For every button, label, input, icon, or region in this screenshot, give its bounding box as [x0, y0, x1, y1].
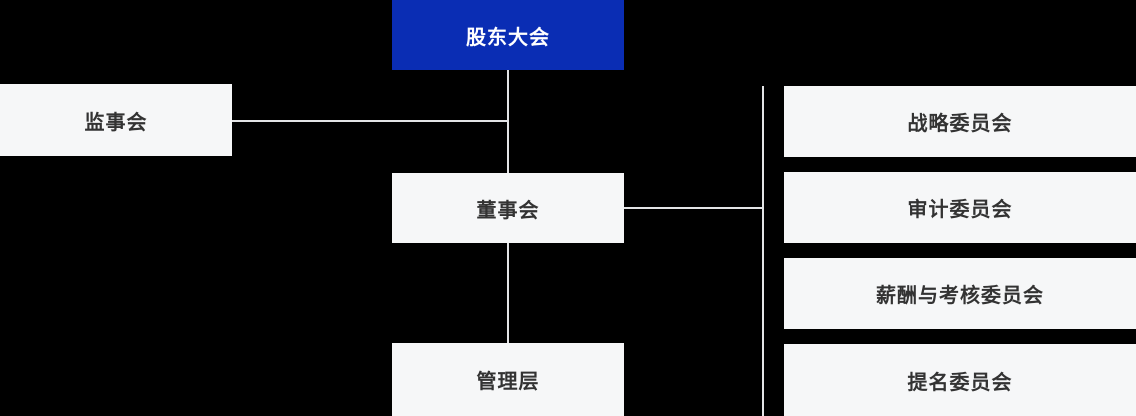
node-board-of-directors: 董事会 — [392, 173, 624, 243]
node-supervisory-board: 监事会 — [0, 84, 232, 156]
node-shareholders-meeting: 股东大会 — [392, 0, 624, 70]
node-audit-committee: 审计委员会 — [784, 172, 1136, 243]
node-nomination-committee: 提名委员会 — [784, 344, 1136, 416]
connector-committees-trunk — [762, 86, 764, 416]
connector-supervisory-board — [232, 120, 509, 122]
node-management: 管理层 — [392, 343, 624, 416]
node-remuneration-appraisal-committee: 薪酬与考核委员会 — [784, 258, 1136, 329]
connector-board-to-committees — [624, 207, 763, 209]
node-strategy-committee: 战略委员会 — [784, 86, 1136, 157]
